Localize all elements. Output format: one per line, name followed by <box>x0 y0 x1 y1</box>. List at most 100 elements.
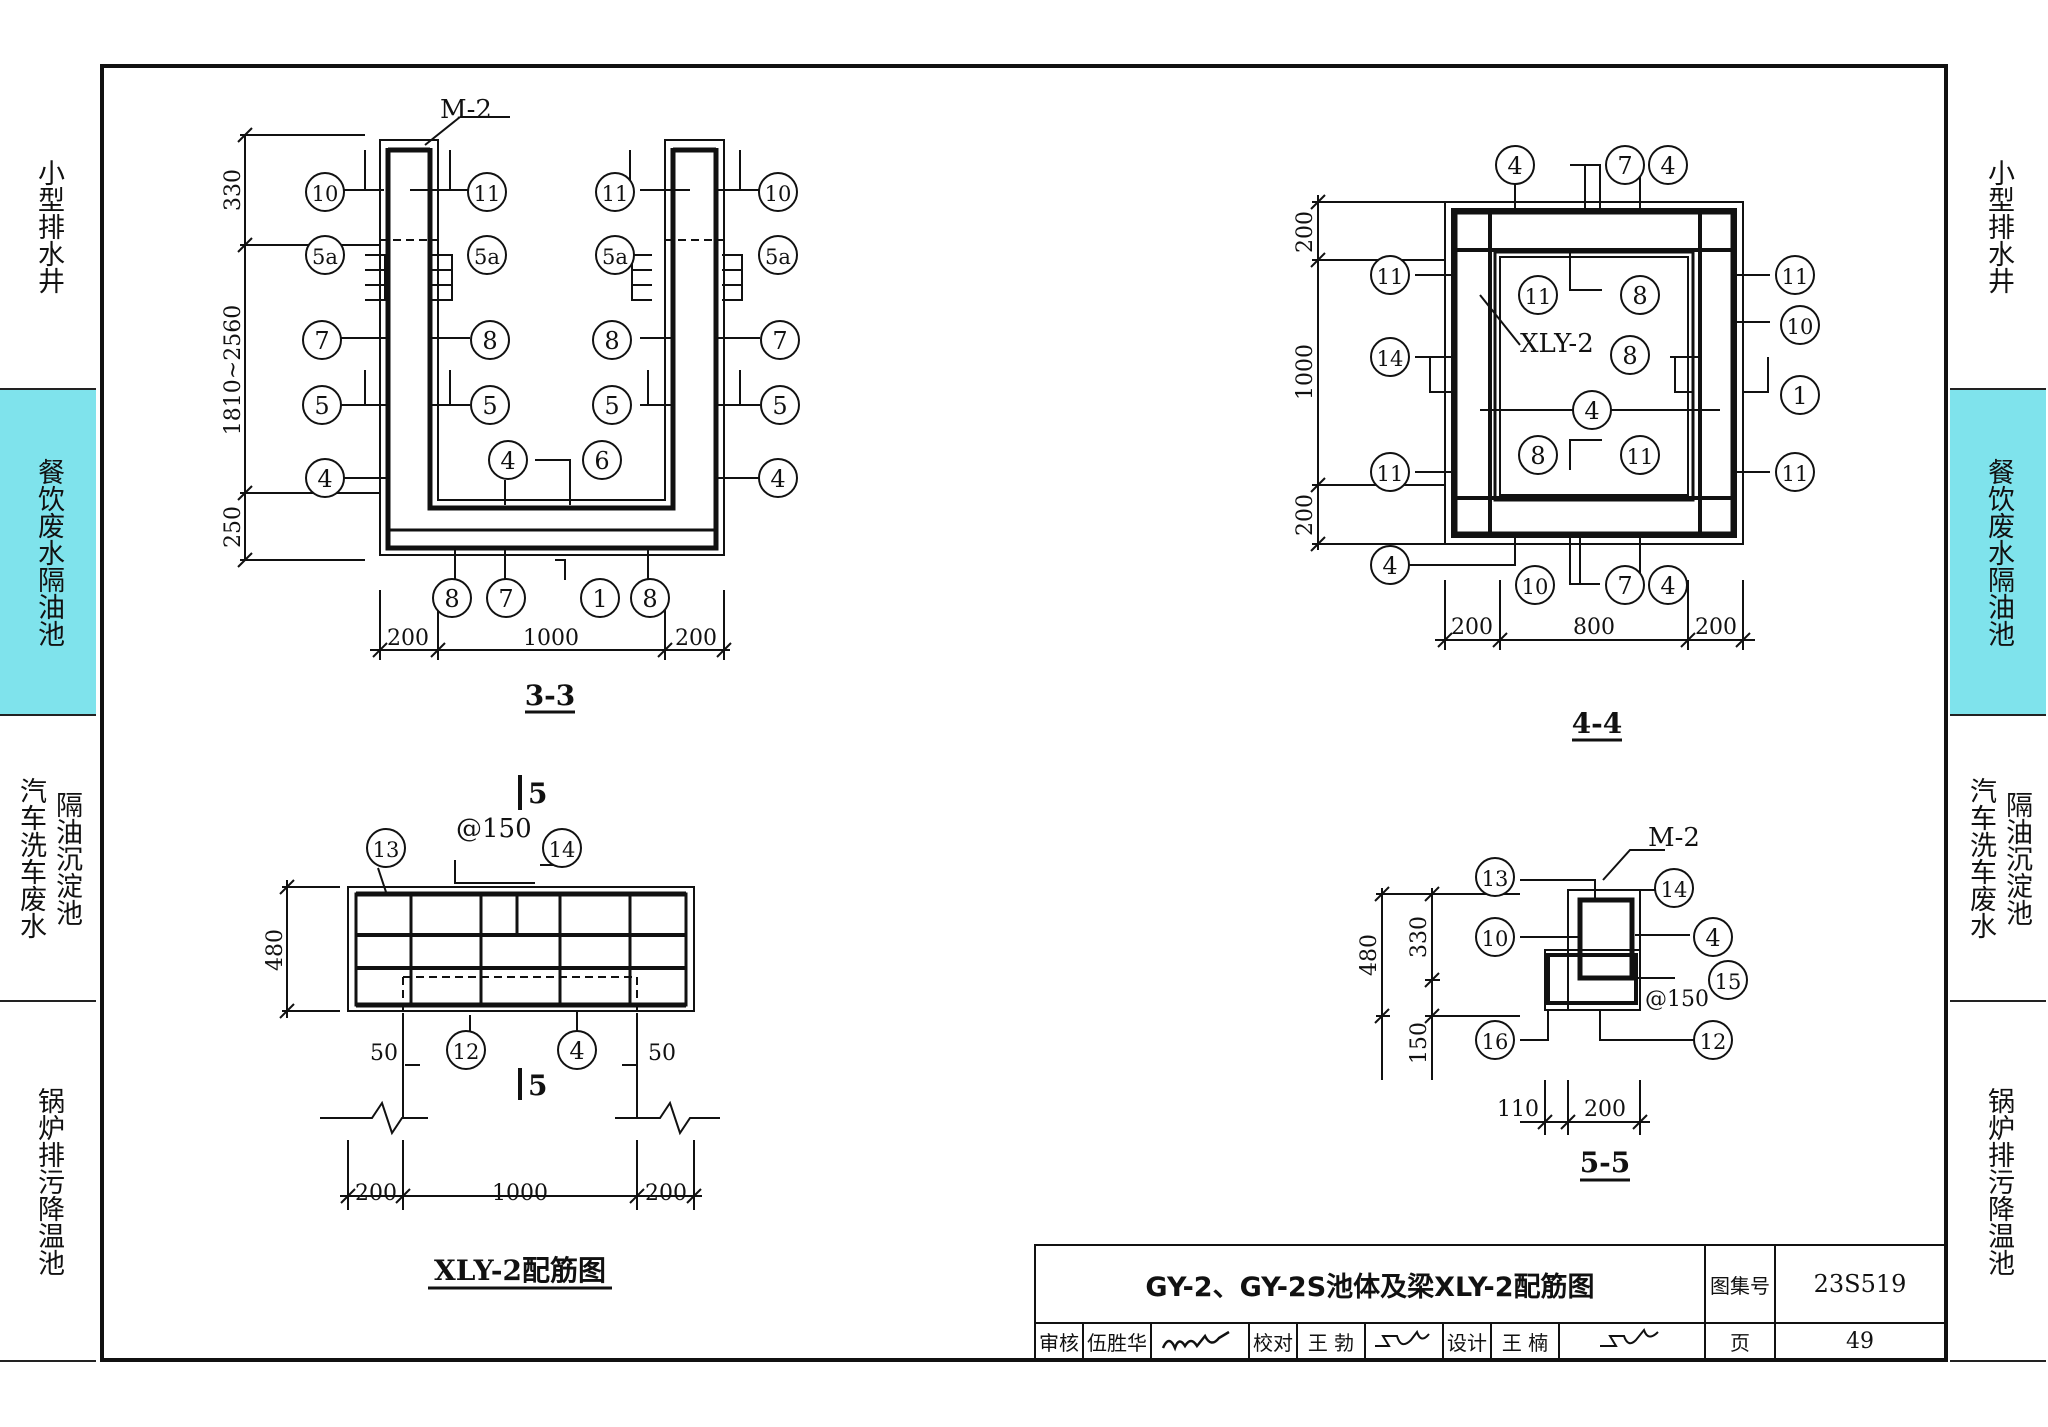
page-number: 49 <box>1774 1322 1946 1360</box>
rebar-mark-circle <box>595 235 635 275</box>
rebar-mark-circle <box>580 578 620 618</box>
rebar-mark-number: 14 <box>549 838 576 862</box>
rebar-mark-number: 13 <box>373 838 400 862</box>
rebar-mark-number: 4 <box>1507 152 1522 180</box>
rebar-mark-number: 5 <box>604 392 619 420</box>
rebar-mark-circle <box>1693 1020 1733 1060</box>
rebar-mark-circle <box>1475 1020 1515 1060</box>
bearing-50-right: 50 <box>648 1041 676 1066</box>
rebar-mark-circle <box>432 578 472 618</box>
rebar-mark-number: 8 <box>1530 442 1545 470</box>
rebar-mark-number: 8 <box>604 327 619 355</box>
rebar-mark-circle <box>305 458 345 498</box>
rebar-mark-number: 12 <box>453 1040 480 1064</box>
rebar-mark-number: 1 <box>1792 382 1807 410</box>
side-tab-catering-grease-trap-right[interactable]: 餐饮废水隔油池 <box>1950 390 2046 716</box>
rebar-mark-circle <box>1648 565 1688 605</box>
side-tab-car-wash-sedimentation-right[interactable]: 汽车洗车废水隔油沉淀池 <box>1950 716 2046 1002</box>
reviewer-signature <box>1150 1322 1250 1360</box>
rebar-mark-circle <box>1775 255 1815 295</box>
side-tab-boiler-cooling-tank[interactable]: 锅炉排污降温池 <box>0 1002 96 1362</box>
dim-1810-2560: 1810~2560 <box>221 305 246 435</box>
m2-label-3-3: M-2 <box>440 95 492 125</box>
rebar-mark-number: 7 <box>314 327 329 355</box>
rebar-mark-number: 4 <box>1660 152 1675 180</box>
rebar-mark-circle <box>467 235 507 275</box>
spacing-5-5: @150 <box>1645 987 1709 1012</box>
rebar-mark-circle <box>760 320 800 360</box>
rebar-mark-number: 13 <box>1482 867 1509 891</box>
rebar-mark-number: 4 <box>1660 572 1675 600</box>
rebar-mark-number: 14 <box>1661 878 1688 902</box>
side-tab-small-drain-well[interactable]: 小型排水井 <box>0 64 96 390</box>
cut-mark-bottom: 5 <box>528 1069 547 1102</box>
rebar-mark-circle <box>760 385 800 425</box>
rebar-mark-number: 4 <box>1584 397 1599 425</box>
page-label: 页 <box>1704 1322 1776 1360</box>
rebar-mark-number: 5 <box>482 392 497 420</box>
dim-200-right: 200 <box>675 626 717 651</box>
rebar-mark-circle <box>542 828 582 868</box>
dim-480-5-5: 480 <box>1357 934 1382 976</box>
drawing-frame <box>100 64 1948 1362</box>
rebar-mark-number: 7 <box>498 585 513 613</box>
rebar-mark-circle <box>470 320 510 360</box>
rebar-mark-circle <box>1708 960 1748 1000</box>
designer-signature <box>1558 1322 1706 1360</box>
atlas-number: 23S519 <box>1774 1244 1946 1324</box>
reviewer-name: 伍胜华 <box>1082 1322 1152 1360</box>
review-label: 审核 <box>1034 1322 1084 1360</box>
xly2-drawing-label: XLY-2配筋图 <box>434 1254 606 1287</box>
rebar-mark-circle <box>302 320 342 360</box>
rebar-mark-number: 1 <box>592 585 607 613</box>
dim-200-r: 200 <box>1695 615 1737 640</box>
rebar-mark-number: 10 <box>1482 927 1509 951</box>
spacing-at150: @150 <box>456 814 532 844</box>
side-tab-car-wash-sedimentation[interactable]: 汽车洗车废水隔油沉淀池 <box>0 716 96 1002</box>
rebar-mark-number: 8 <box>482 327 497 355</box>
side-tab-catering-grease-trap[interactable]: 餐饮废水隔油池 <box>0 390 96 716</box>
dim-800: 800 <box>1573 615 1615 640</box>
dim-150-5-5: 150 <box>1407 1022 1432 1064</box>
rebar-mark-circle <box>1775 452 1815 492</box>
rebar-mark-number: 10 <box>312 182 339 206</box>
rebar-mark-number: 11 <box>602 182 629 206</box>
rebar-mark-number: 11 <box>1782 265 1809 289</box>
rebar-mark-circle <box>592 385 632 425</box>
rebar-mark-circle <box>1572 390 1612 430</box>
rebar-mark-number: 11 <box>1377 265 1404 289</box>
rebar-mark-number: 4 <box>1382 552 1397 580</box>
checker-name: 王 勃 <box>1296 1322 1366 1360</box>
side-tab-boiler-cooling-tank-right[interactable]: 锅炉排污降温池 <box>1950 1002 2046 1362</box>
rebar-mark-circle <box>595 172 635 212</box>
dim-330: 330 <box>221 169 246 211</box>
rebar-mark-circle <box>758 235 798 275</box>
rebar-mark-circle <box>1610 335 1650 375</box>
rebar-mark-circle <box>305 235 345 275</box>
rebar-mark-circle <box>1475 917 1515 957</box>
bearing-50-left: 50 <box>370 1041 398 1066</box>
rebar-mark-circle <box>1780 375 1820 415</box>
drawing-title: GY-2、GY-2S池体及梁XLY-2配筋图 <box>1034 1244 1706 1324</box>
rebar-mark-number: 5a <box>312 245 338 269</box>
section-4-4 <box>1310 164 1770 742</box>
rebar-mark-circle <box>1475 857 1515 897</box>
rebar-mark-circle <box>1620 275 1660 315</box>
rebar-mark-circle <box>582 440 622 480</box>
side-tab-small-drain-well-right[interactable]: 小型排水井 <box>1950 64 2046 390</box>
cut-mark-top: 5 <box>528 777 547 810</box>
rebar-mark-number: 11 <box>1627 445 1654 469</box>
dim-200-bottom: 200 <box>1293 494 1318 536</box>
dim-250: 250 <box>221 506 246 548</box>
rebar-mark-circle <box>488 440 528 480</box>
section-label-3-3: 3-3 <box>525 679 576 712</box>
rebar-mark-number: 4 <box>1705 924 1720 952</box>
dim-200-left: 200 <box>387 626 429 651</box>
rebar-mark-number: 5 <box>314 392 329 420</box>
rebar-mark-number: 10 <box>1787 315 1814 339</box>
rebar-mark-number: 11 <box>1377 462 1404 486</box>
rebar-mark-circle <box>1515 565 1555 605</box>
rebar-mark-number: 5a <box>474 245 500 269</box>
section-5-5 <box>1374 849 1695 1182</box>
rebar-mark-number: 8 <box>642 585 657 613</box>
